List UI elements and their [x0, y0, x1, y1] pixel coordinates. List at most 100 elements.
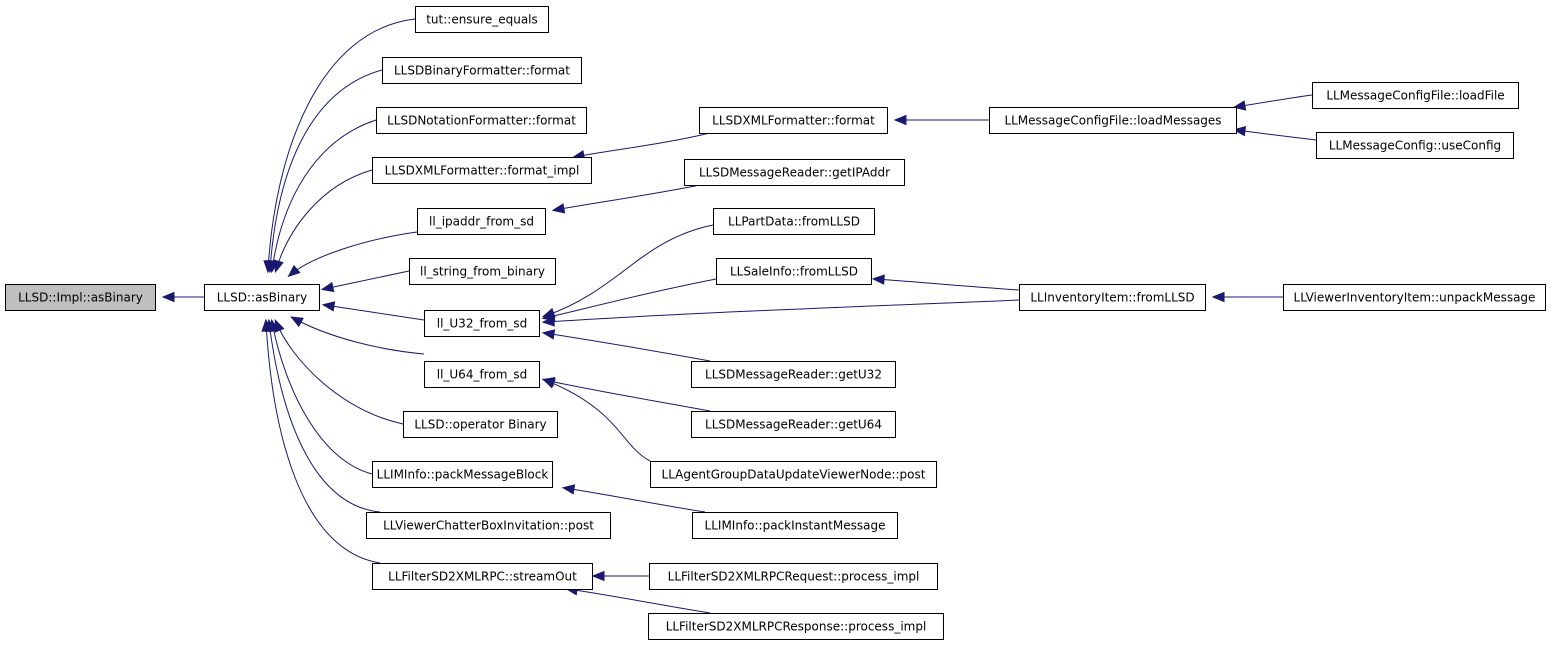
- node-u64[interactable]: ll_U64_from_sd: [424, 361, 540, 388]
- edge-getipaddr-to-ipaddr: [554, 184, 701, 211]
- node-agentgroup[interactable]: LLAgentGroupDataUpdateViewerNode::post: [650, 461, 937, 488]
- node-box[interactable]: [372, 563, 593, 590]
- node-label: LLSDXMLFormatter::format_impl: [385, 164, 580, 178]
- edge-xmlfmt_impl-to-asbinary: [275, 169, 373, 271]
- node-label: LLPartData::fromLLSD: [728, 215, 860, 229]
- node-ipaddr[interactable]: ll_ipaddr_from_sd: [417, 208, 546, 235]
- node-label: LLMessageConfig::useConfig: [1329, 139, 1501, 153]
- node-str_bin[interactable]: ll_string_from_binary: [409, 258, 556, 285]
- node-box[interactable]: [415, 6, 549, 33]
- node-box[interactable]: [424, 310, 540, 337]
- edge-ipaddr-to-asbinary: [289, 231, 418, 276]
- node-label: ll_U32_from_sd: [437, 317, 528, 331]
- node-getu64[interactable]: LLSDMessageReader::getU64: [691, 411, 896, 438]
- node-box[interactable]: [1316, 132, 1514, 159]
- edge-binfmt-to-asbinary: [269, 69, 383, 271]
- node-getipaddr[interactable]: LLSDMessageReader::getIPAddr: [684, 159, 905, 186]
- node-useconfig[interactable]: LLMessageConfig::useConfig: [1316, 132, 1514, 159]
- edge-str_bin-to-asbinary: [323, 270, 410, 290]
- node-box[interactable]: [1312, 82, 1519, 109]
- arrowhead-u64-to-asbinary: [290, 316, 304, 328]
- node-xmlfmt[interactable]: LLSDXMLFormatter::format: [699, 107, 888, 134]
- node-invitem[interactable]: LLInventoryItem::fromLLSD: [1019, 284, 1206, 311]
- edge-loadfile-to-loadmessages: [1235, 94, 1313, 108]
- edge-invitem-to-u32: [544, 299, 1020, 323]
- node-getu32[interactable]: LLSDMessageReader::getU32: [691, 361, 896, 388]
- node-box[interactable]: [417, 208, 546, 235]
- node-box[interactable]: [382, 57, 582, 84]
- node-label: LLSaleInfo::fromLLSD: [730, 265, 858, 279]
- node-box[interactable]: [649, 563, 938, 590]
- node-box[interactable]: [372, 157, 592, 184]
- node-box[interactable]: [1283, 284, 1546, 311]
- node-label: LLViewerInventoryItem::unpackMessage: [1294, 291, 1536, 305]
- arrowhead-str_bin-to-asbinary: [320, 281, 335, 293]
- edge-saleinfo-to-u32: [544, 278, 717, 319]
- node-box[interactable]: [204, 284, 320, 311]
- node-label: LLSDBinaryFormatter::format: [394, 64, 570, 78]
- node-box[interactable]: [409, 258, 556, 285]
- node-box[interactable]: [989, 107, 1237, 134]
- arrowhead-useconfig-to-loadmessages: [1232, 125, 1247, 137]
- node-label: LLSDMessageReader::getU32: [705, 368, 882, 382]
- nodes-layer: LLSD::Impl::asBinary LLSD::asBinary tut::e…: [5, 6, 1546, 640]
- edge-invitem-to-saleinfo: [874, 278, 1020, 291]
- node-box[interactable]: [403, 411, 558, 438]
- edge-ensure_equals-to-asbinary: [267, 18, 416, 271]
- node-box[interactable]: [713, 208, 875, 235]
- node-xmlrpc_resp[interactable]: LLFilterSD2XMLRPCResponse::process_impl: [648, 613, 944, 640]
- node-box[interactable]: [5, 284, 156, 311]
- arrowhead-invitem-to-saleinfo: [871, 274, 885, 285]
- node-box[interactable]: [424, 361, 540, 388]
- edge-useconfig-to-loadmessages: [1235, 129, 1317, 141]
- node-viewerinv[interactable]: LLViewerInventoryItem::unpackMessage: [1283, 284, 1546, 311]
- node-chatterbox[interactable]: LLViewerChatterBoxInvitation::post: [366, 512, 611, 539]
- node-label: LLMessageConfigFile::loadMessages: [1004, 114, 1221, 128]
- node-ensure_equals[interactable]: tut::ensure_equals: [415, 6, 549, 33]
- node-box[interactable]: [376, 107, 587, 134]
- node-saleinfo[interactable]: LLSaleInfo::fromLLSD: [716, 258, 872, 285]
- node-box[interactable]: [1019, 284, 1206, 311]
- node-box[interactable]: [699, 107, 888, 134]
- node-notfmt[interactable]: LLSDNotationFormatter::format: [376, 107, 587, 134]
- node-partdata[interactable]: LLPartData::fromLLSD: [713, 208, 875, 235]
- node-box[interactable]: [648, 613, 944, 640]
- node-label: ll_string_from_binary: [420, 265, 545, 279]
- node-label: ll_ipaddr_from_sd: [429, 215, 534, 229]
- node-label: LLFilterSD2XMLRPCResponse::process_impl: [666, 620, 927, 634]
- node-streamout[interactable]: LLFilterSD2XMLRPC::streamOut: [372, 563, 593, 590]
- edge-agentgroup-to-u64: [544, 379, 651, 462]
- node-loadfile[interactable]: LLMessageConfigFile::loadFile: [1312, 82, 1519, 109]
- node-impl_asbinary[interactable]: LLSD::Impl::asBinary: [5, 284, 156, 311]
- node-label: LLFilterSD2XMLRPC::streamOut: [388, 570, 577, 584]
- edge-op_binary-to-asbinary: [275, 321, 404, 425]
- node-box[interactable]: [684, 159, 905, 186]
- node-packinstant[interactable]: LLIMInfo::packInstantMessage: [692, 512, 898, 539]
- node-box[interactable]: [691, 411, 896, 438]
- node-label: LLSD::operator Binary: [414, 418, 546, 432]
- node-box[interactable]: [372, 461, 553, 488]
- arrowhead-streamout-to-asbinary: [261, 318, 272, 332]
- arrowhead-agentgroup-to-u64: [541, 378, 556, 389]
- node-op_binary[interactable]: LLSD::operator Binary: [403, 411, 558, 438]
- node-box[interactable]: [692, 512, 898, 539]
- arrowhead-getu32-to-u32: [541, 329, 556, 340]
- node-asbinary[interactable]: LLSD::asBinary: [204, 284, 320, 311]
- node-box[interactable]: [691, 361, 896, 388]
- node-loadmessages[interactable]: LLMessageConfigFile::loadMessages: [989, 107, 1237, 134]
- edge-u32-to-asbinary: [324, 304, 425, 321]
- edge-xmlfmt-to-xmlfmt_impl: [574, 132, 711, 158]
- node-packblock[interactable]: LLIMInfo::packMessageBlock: [372, 461, 553, 488]
- node-box[interactable]: [716, 258, 872, 285]
- node-xmlfmt_impl[interactable]: LLSDXMLFormatter::format_impl: [372, 157, 592, 184]
- node-binfmt[interactable]: LLSDBinaryFormatter::format: [382, 57, 582, 84]
- node-box[interactable]: [650, 461, 937, 488]
- node-label: LLAgentGroupDataUpdateViewerNode::post: [662, 468, 926, 482]
- node-u32[interactable]: ll_U32_from_sd: [424, 310, 540, 337]
- node-label: LLInventoryItem::fromLLSD: [1030, 291, 1194, 305]
- node-xmlrpc_req[interactable]: LLFilterSD2XMLRPCRequest::process_impl: [649, 563, 938, 590]
- arrowhead-asbinary-to-impl_asbinary: [161, 291, 175, 303]
- edge-partdata-to-u32: [544, 224, 714, 317]
- node-box[interactable]: [366, 512, 611, 539]
- node-label: LLSDNotationFormatter::format: [387, 114, 576, 128]
